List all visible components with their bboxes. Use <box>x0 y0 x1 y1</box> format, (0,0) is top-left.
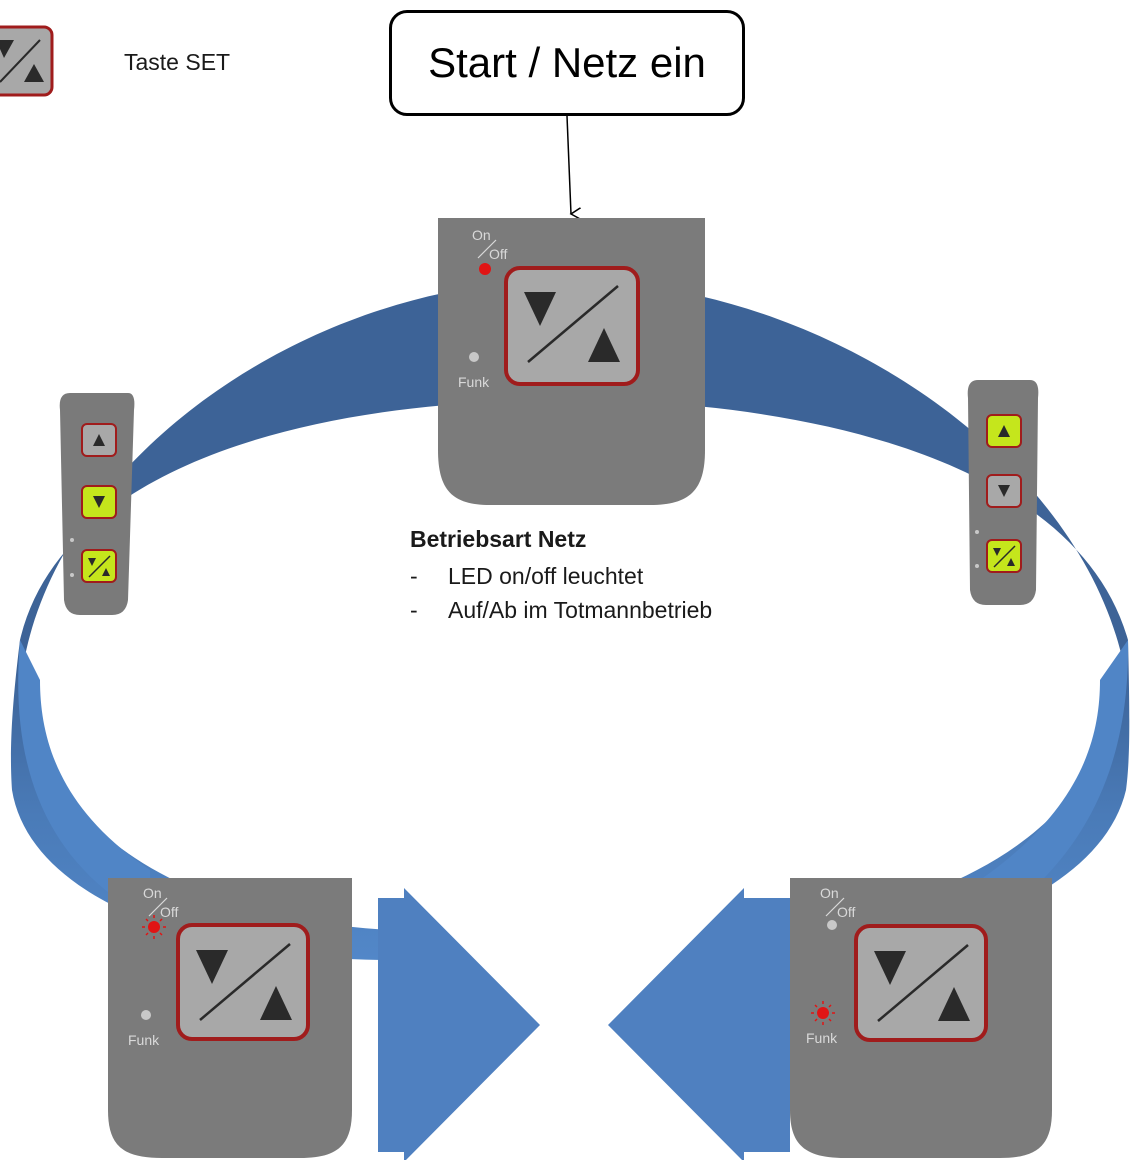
remote-right-up-key[interactable] <box>986 414 1022 448</box>
arrow-left-shape <box>608 888 790 1160</box>
panel-top-set-key[interactable] <box>504 266 640 386</box>
remote-right-set-key[interactable] <box>986 539 1022 573</box>
panel-top-onoff-led <box>479 263 491 275</box>
panel-br-funk-led-blinking-icon <box>811 1001 835 1025</box>
mode-title: Betriebsart Netz <box>410 526 587 552</box>
ring-top-band <box>20 280 1128 690</box>
panel-bl-on-label: On <box>143 885 162 901</box>
panel-top-funk-label: Funk <box>458 374 490 390</box>
mode-list-item: Auf/Ab im Totmannbetrieb <box>410 593 712 627</box>
mode-list: LED on/off leuchtet Auf/Ab im Totmannbet… <box>410 559 712 627</box>
set-key-icon <box>0 25 54 97</box>
panel-br-off-label: Off <box>837 904 856 920</box>
panel-bl-funk-label: Funk <box>128 1032 160 1048</box>
remote-left <box>59 393 135 615</box>
panel-top-funk-led <box>469 352 479 362</box>
remote-left-up-key[interactable] <box>81 423 117 457</box>
panel-top-on-label: On <box>472 227 491 243</box>
panel-top: On Off Funk <box>438 218 705 505</box>
panel-bl-onoff-led-blinking-icon <box>142 915 166 939</box>
mode-list-item: LED on/off leuchtet <box>410 559 712 593</box>
start-box[interactable]: Start / Netz ein <box>389 10 745 116</box>
panel-br-funk-label: Funk <box>806 1030 838 1046</box>
start-box-label: Start / Netz ein <box>428 39 706 86</box>
remote-left-down-key[interactable] <box>81 485 117 519</box>
panel-br-set-key[interactable] <box>854 924 988 1042</box>
panel-bl-set-key[interactable] <box>176 923 310 1041</box>
panel-br-onoff-led <box>827 920 837 930</box>
remote-left-set-key[interactable] <box>81 549 117 583</box>
start-connector-arrow <box>566 115 571 214</box>
panel-br-on-label: On <box>820 885 839 901</box>
panel-bl-funk-led <box>141 1010 151 1020</box>
remote-right <box>967 380 1039 605</box>
ring-right-body <box>980 640 1129 930</box>
mode-description: Betriebsart Netz LED on/off leuchtet Auf… <box>410 526 712 627</box>
panel-bottom-left: On Off Funk <box>108 878 352 1158</box>
arrow-right-shape <box>378 888 540 1160</box>
remote-right-down-key[interactable] <box>986 474 1022 508</box>
panel-bottom-right: On Off Funk <box>790 878 1052 1158</box>
panel-bl-off-label: Off <box>160 904 179 920</box>
panel-top-off-label: Off <box>489 246 508 262</box>
ring-left-body <box>18 640 151 920</box>
legend-label: Taste SET <box>124 49 231 75</box>
